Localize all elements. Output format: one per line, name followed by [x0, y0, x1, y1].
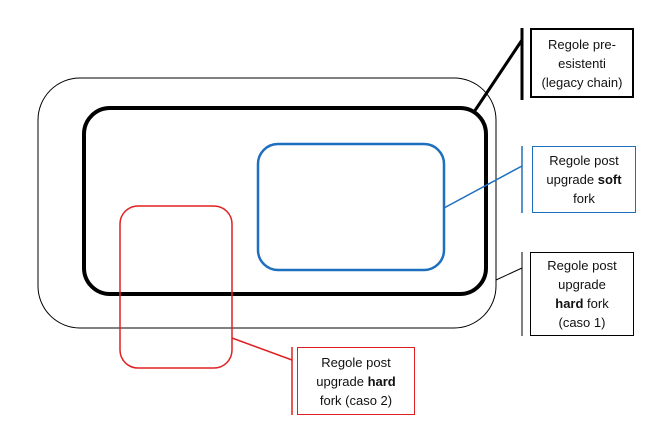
legacy-connector	[472, 39, 524, 113]
hard-fork-case2-label: Regole post upgrade hard fork (caso 2)	[297, 347, 415, 415]
hard1-label-line2: upgrade	[558, 277, 606, 292]
legacy-chain-label: Regole pre- esistenti (legacy chain)	[530, 28, 634, 98]
hard1-label-line3-post: fork	[583, 296, 609, 311]
hard2-label-line2-pre: upgrade	[316, 373, 368, 389]
soft-fork-label: Regole post upgrade soft fork	[532, 146, 636, 213]
soft-label-line3: fork	[573, 191, 595, 206]
soft-label-line2: upgrade soft	[546, 170, 621, 189]
hard-fork-case1-connector	[495, 267, 523, 281]
soft-fork-connector	[443, 165, 523, 209]
soft-label-line2-pre: upgrade	[546, 172, 598, 187]
hard1-label-line3-bold: hard	[555, 296, 584, 311]
soft-label-line2-bold: soft	[597, 172, 622, 187]
hard1-label-line3: hard fork	[547, 294, 616, 313]
hard-fork-case2-connector	[231, 337, 293, 361]
hard2-label-line2-bold: hard	[367, 373, 396, 389]
legacy-chain-region	[82, 106, 488, 296]
hard2-label-line1: Regole post	[321, 354, 391, 370]
hard-fork-case2-region	[119, 205, 233, 369]
hard2-label-line2: upgrade hard	[316, 372, 396, 391]
legacy-label-line1: Regole pre-	[548, 36, 616, 52]
hard2-label-line3: fork (caso 2)	[319, 392, 393, 408]
soft-label-line1: Regole post	[549, 153, 619, 168]
hard-fork-case1-region	[37, 77, 497, 329]
hard1-label-line4: (caso 1)	[558, 315, 606, 330]
legacy-label-line3: (legacy chain)	[541, 74, 623, 90]
hard-fork-case1-label: Regole post upgrade hard fork (caso 1)	[530, 252, 634, 336]
soft-fork-region	[256, 142, 446, 272]
hard1-label-line1: Regole post	[547, 258, 617, 273]
legacy-label-line2: esistenti	[558, 55, 606, 71]
